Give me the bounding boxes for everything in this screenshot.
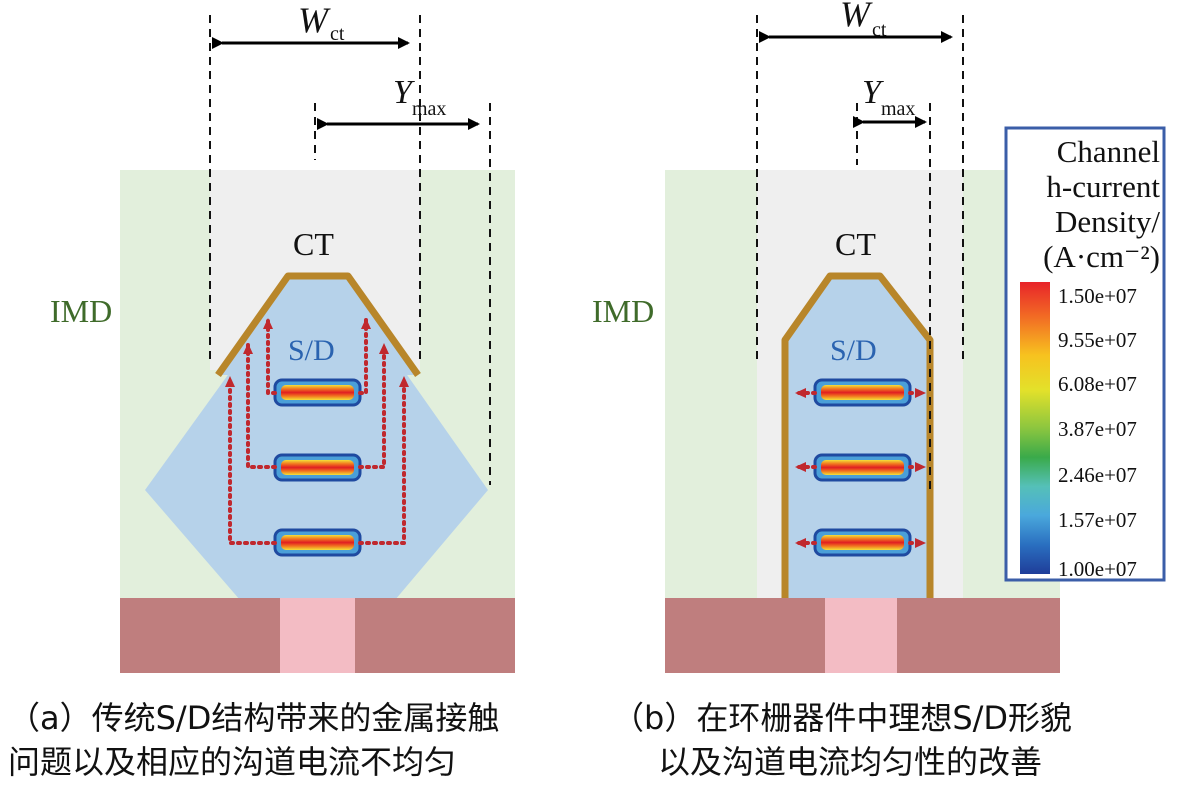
ymax-label: Y bbox=[393, 74, 415, 111]
legend-title-line: Channel bbox=[1057, 134, 1160, 169]
caption-a-line2: 问题以及相应的沟道电流不均匀 bbox=[8, 743, 457, 781]
ymax-subscript: max bbox=[412, 98, 446, 120]
sd-label: S/D bbox=[830, 334, 877, 367]
ymax-subscript: max bbox=[881, 98, 915, 120]
ct-label: CT bbox=[293, 226, 334, 262]
nanosheet bbox=[273, 528, 362, 557]
contact-liner bbox=[215, 272, 421, 378]
legend-value: 3.87e+07 bbox=[1058, 417, 1137, 441]
wct-label: W bbox=[298, 0, 331, 40]
nanosheet bbox=[813, 453, 912, 482]
ymax-label: Y bbox=[862, 74, 884, 111]
nanosheet bbox=[273, 378, 362, 407]
dimension-guides bbox=[756, 15, 964, 490]
legend-title-line: h-current bbox=[1046, 169, 1160, 204]
legend-value: 1.00e+07 bbox=[1058, 557, 1137, 581]
legend-value: 2.46e+07 bbox=[1058, 463, 1137, 487]
legend-color-scale bbox=[1020, 282, 1050, 574]
legend-value: 1.50e+07 bbox=[1058, 284, 1137, 308]
imd-label: IMD bbox=[50, 293, 112, 329]
imd-label: IMD bbox=[592, 293, 654, 329]
panel-b: W ct Y max CT S/D IMD bbox=[592, 0, 1060, 673]
wct-subscript: ct bbox=[872, 19, 887, 41]
gate-pad bbox=[825, 598, 897, 673]
caption-b: （b）在环栅器件中理想S/D形貌 以及沟道电流均匀性的改善 bbox=[612, 696, 1072, 784]
nanosheet bbox=[273, 453, 362, 482]
current-flow-arrows bbox=[225, 318, 409, 545]
panel-a: W ct Y max CT S/D IMD bbox=[50, 0, 515, 673]
legend-title-line: Density/ bbox=[1055, 204, 1160, 239]
legend-title-line: (A·cm⁻²) bbox=[1043, 239, 1160, 274]
nanosheet bbox=[813, 378, 912, 407]
wct-label: W bbox=[840, 0, 873, 34]
sd-label: S/D bbox=[288, 334, 335, 367]
caption-a: （a）传统S/D结构带来的金属接触 问题以及相应的沟道电流不均匀 bbox=[8, 696, 499, 784]
legend-value: 9.55e+07 bbox=[1058, 328, 1137, 352]
caption-b-line2: 以及沟道电流均匀性的改善 bbox=[658, 743, 1043, 781]
color-legend: Channel h-current Density/ (A·cm⁻²) 1.50… bbox=[1004, 126, 1166, 582]
nanosheet bbox=[813, 528, 912, 557]
sd-epi bbox=[785, 276, 930, 598]
gate-pad bbox=[280, 598, 355, 673]
ct-label: CT bbox=[835, 226, 876, 262]
dimension-guides bbox=[209, 15, 491, 485]
wct-subscript: ct bbox=[330, 23, 345, 45]
caption-a-line1: （a）传统S/D结构带来的金属接触 bbox=[8, 699, 500, 737]
caption-b-line1: （b）在环栅器件中理想S/D形貌 bbox=[612, 699, 1073, 737]
legend-value: 1.57e+07 bbox=[1058, 508, 1137, 532]
legend-value: 6.08e+07 bbox=[1058, 372, 1137, 396]
current-flow-arrows bbox=[795, 388, 926, 548]
